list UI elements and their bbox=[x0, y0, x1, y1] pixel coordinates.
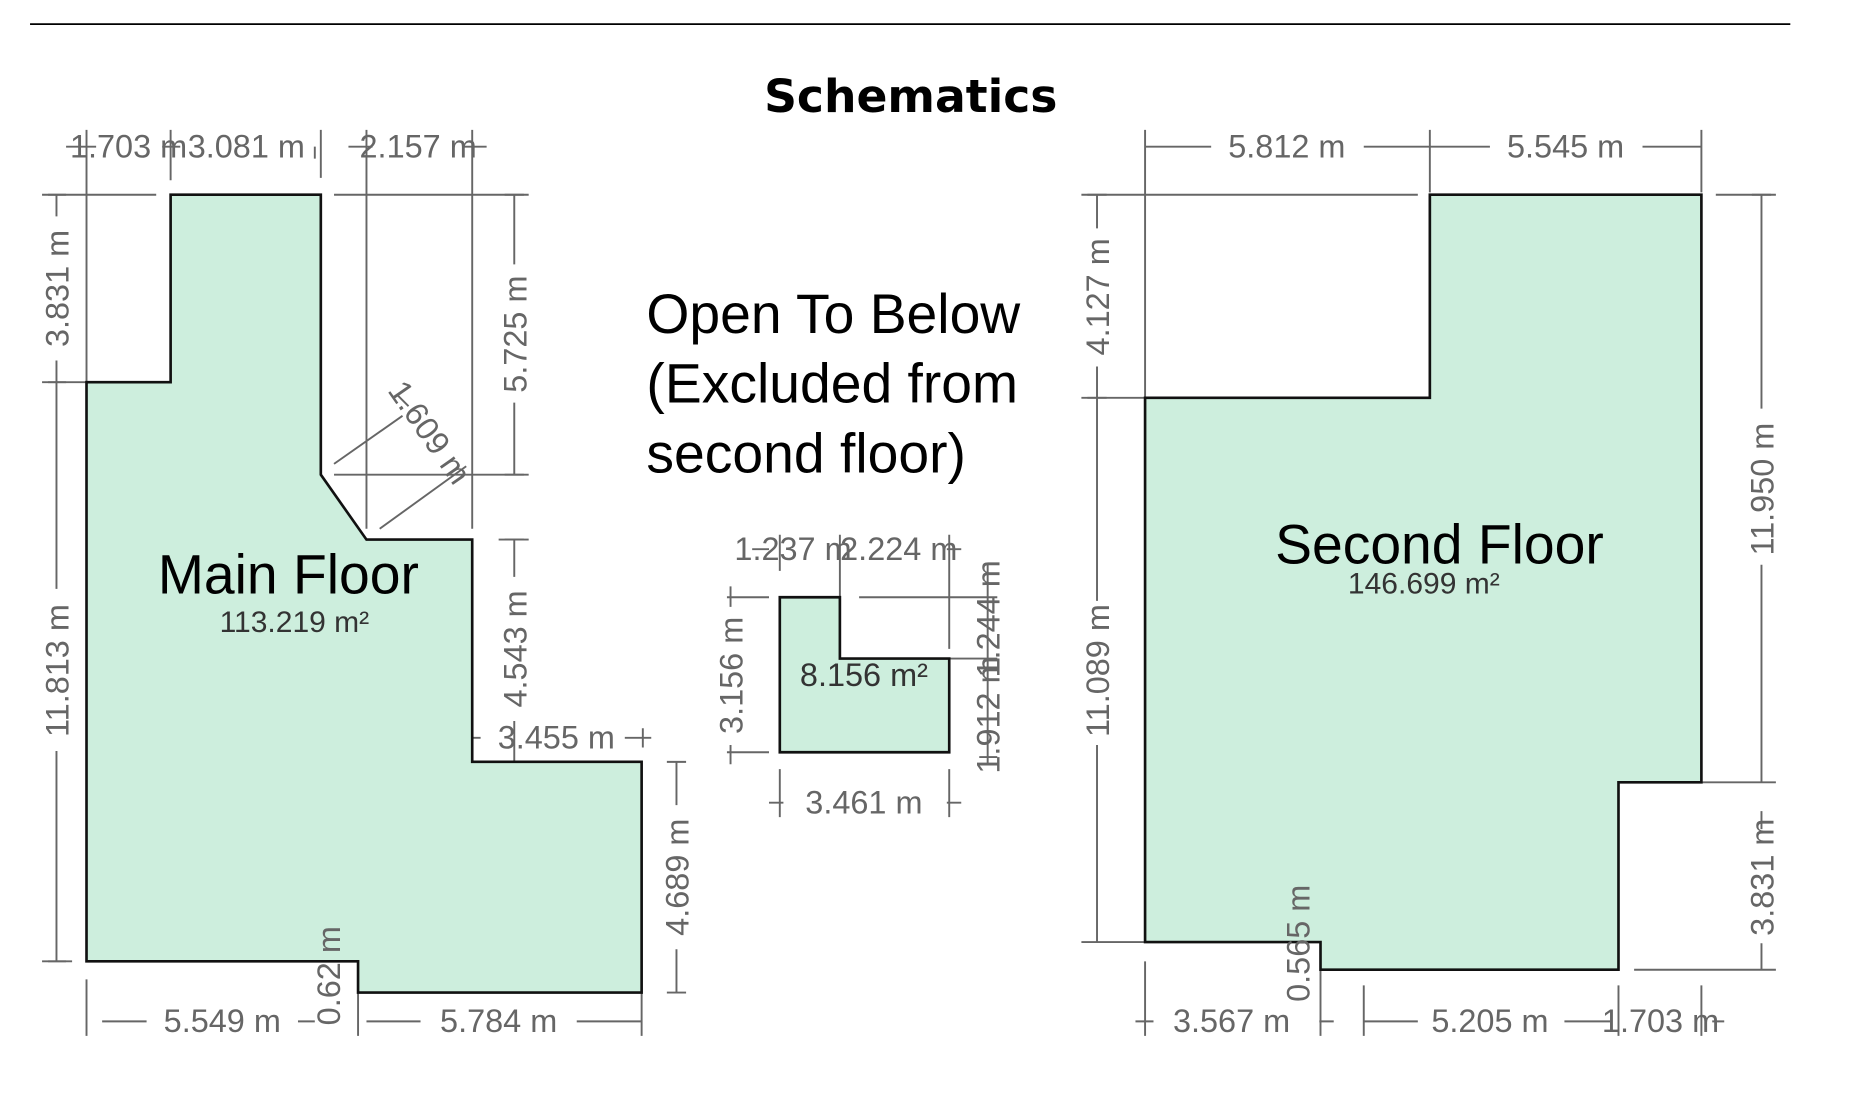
dim-label: 1.703 m bbox=[70, 128, 187, 164]
dim-label: 3.831 m bbox=[39, 230, 75, 347]
second-floor-outline bbox=[1143, 193, 1703, 972]
dim-label: 11.813 m bbox=[39, 604, 75, 737]
dim-label: 4.689 m bbox=[659, 819, 695, 936]
dim-label: 3.156 m bbox=[714, 617, 750, 734]
dim-label: 3.081 m bbox=[188, 128, 305, 164]
dim-label: 1.237 m bbox=[734, 531, 851, 567]
dim-label: 5.812 m bbox=[1228, 128, 1345, 164]
open-to-below-area: 8.156 m² bbox=[800, 657, 928, 693]
dim-label: 3.831 m bbox=[1744, 819, 1780, 936]
second-floor-area: 146.699 m² bbox=[1348, 568, 1500, 601]
dim-label: 3.461 m bbox=[805, 785, 922, 821]
open-to-below-line-3: second floor) bbox=[646, 422, 965, 484]
dim-label: 0.62 m bbox=[311, 926, 347, 1025]
dim-label: 1.609 m bbox=[381, 374, 478, 491]
dim-label: 5.205 m bbox=[1431, 1003, 1548, 1039]
page-title: Schematics bbox=[764, 70, 1057, 123]
dim-label: 1.703 m bbox=[1602, 1003, 1719, 1039]
dim-label: 3.455 m bbox=[498, 720, 615, 756]
main-floor-area: 113.219 m² bbox=[220, 606, 370, 639]
dim-label: 2.224 m bbox=[840, 531, 957, 567]
dim-label: 5.784 m bbox=[440, 1003, 557, 1039]
dim-label: 1.912 m bbox=[971, 656, 1007, 773]
dim-label: 4.127 m bbox=[1080, 238, 1116, 355]
open-to-below-outline bbox=[778, 595, 951, 754]
dim-label: 3.567 m bbox=[1173, 1003, 1290, 1039]
dim-label: 5.725 m bbox=[497, 275, 533, 392]
dim-label: 0.565 m bbox=[1281, 885, 1317, 1002]
open-to-below-line-1: Open To Below bbox=[646, 283, 1021, 345]
main-floor-dimension-lines bbox=[42, 129, 687, 1036]
dim-label: 11.089 m bbox=[1080, 604, 1116, 737]
main-floor-label: Main Floor bbox=[158, 544, 419, 606]
dim-label: 4.543 m bbox=[497, 590, 533, 707]
dim-label: 5.545 m bbox=[1507, 128, 1624, 164]
dim-label: 5.549 m bbox=[164, 1003, 281, 1039]
open-to-below-line-2: (Excluded from bbox=[646, 353, 1018, 415]
dim-label: 1.244 m bbox=[971, 560, 1007, 677]
second-floor-dimension-lines bbox=[1081, 129, 1776, 1036]
dim-label: 11.950 m bbox=[1744, 423, 1780, 556]
open-to-below: Open To Below (Excluded from second floo… bbox=[646, 283, 1021, 821]
second-floor: Second Floor 146.699 m² 5.812 m 5.545 m … bbox=[1080, 128, 1780, 1039]
main-floor: Main Floor 113.219 m² 1.703 m 3.081 m 2.… bbox=[39, 128, 695, 1039]
dim-label: 2.157 m bbox=[360, 128, 477, 164]
second-floor-label: Second Floor bbox=[1275, 514, 1604, 576]
main-floor-outline bbox=[85, 193, 643, 994]
